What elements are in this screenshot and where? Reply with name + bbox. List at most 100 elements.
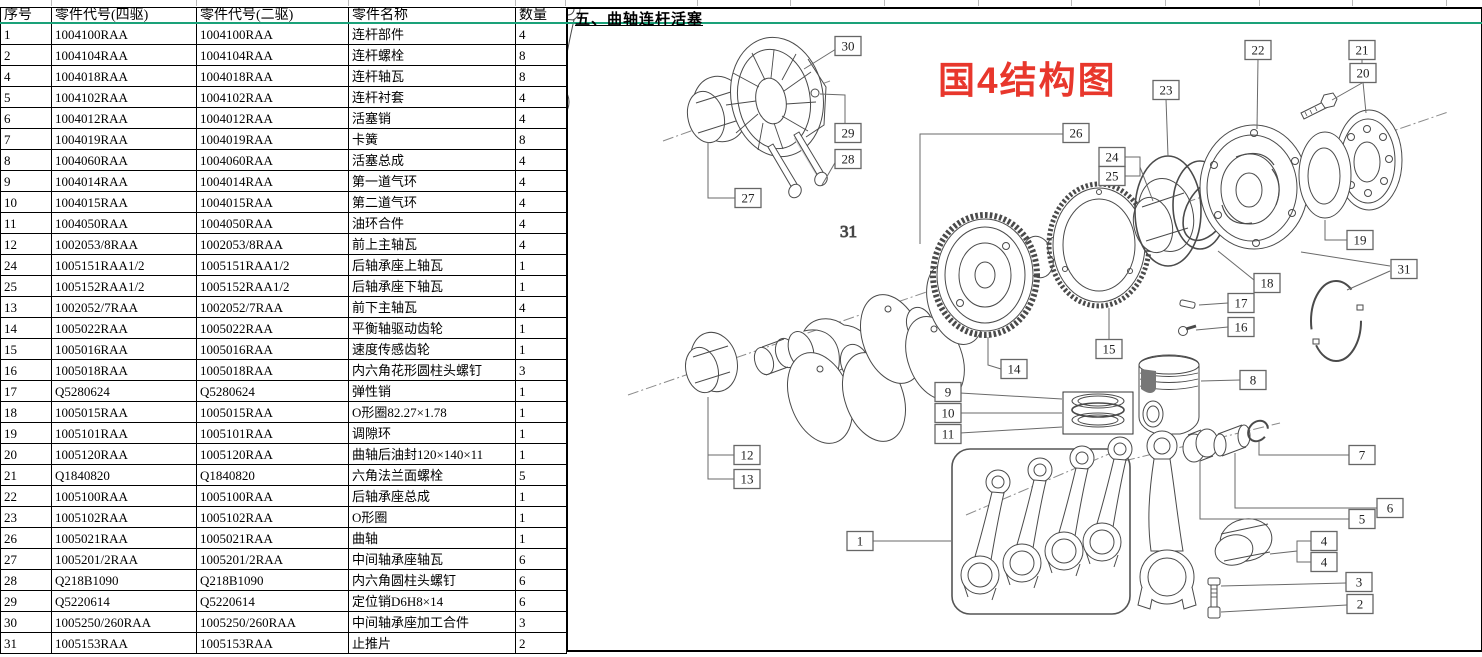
svg-text:4: 4 [1321,534,1328,549]
green-gridline [0,22,1482,24]
svg-text:15: 15 [1103,342,1116,357]
grid-tick [978,0,979,6]
table-cell: 前上主轴瓦 [348,233,516,255]
crankshaft-assembly-label: 31 [840,222,857,241]
spreadsheet-top-strip [0,0,1482,7]
svg-text:10: 10 [942,406,955,421]
table-cell: 连杆部件 [348,23,516,45]
thrust-washers [1310,280,1364,362]
callout-12: 12 [707,397,761,466]
table-cell: 6 [0,107,52,129]
table-cell: 曲轴 [348,527,516,549]
table-cell: 6 [515,548,567,570]
table-cell: 1 [515,506,567,528]
svg-text:14: 14 [1008,362,1022,377]
exploded-diagram-box: 31 [530,0,1482,652]
svg-text:9: 9 [945,385,952,400]
table-cell: 1005100RAA [51,485,197,507]
svg-text:25: 25 [1106,169,1119,184]
table-cell: 后轴承座下轴瓦 [348,275,516,297]
table-cell: 19 [0,422,52,444]
exploded-diagram: 31 [530,0,1449,619]
table-cell: 1005016RAA [196,338,349,360]
table-cell: 4 [515,86,567,108]
piston-rings-group [1062,391,1134,435]
svg-text:28: 28 [842,152,855,167]
svg-text:29: 29 [842,126,855,141]
svg-text:27: 27 [742,191,756,206]
table-cell: 1004018RAA [51,65,197,87]
table-cell: 第二道气环 [348,191,516,213]
red-annotation-label: 国4结构图 [938,60,1117,101]
table-cell: 平衡轴驱动齿轮 [348,317,516,339]
callout-9: 9 [934,381,1063,403]
callout-10: 10 [934,402,1062,424]
table-cell: 26 [0,527,52,549]
callout-28: 28 [821,148,862,186]
table-cell: 1005021RAA [51,527,197,549]
callout-3: 3 [1220,571,1373,593]
table-cell: O形圈82.27×1.78 [348,401,516,423]
table-cell: 1004014RAA [196,170,349,192]
table-cell: 1004102RAA [196,86,349,108]
connecting-rod [1137,430,1197,610]
table-cell: 1004012RAA [51,107,197,129]
table-cell: 21 [0,464,52,486]
callout-11: 11 [934,423,1063,445]
table-cell: 1005102RAA [196,506,349,528]
svg-text:30: 30 [842,39,855,54]
column-header-4: 数量 [515,7,567,24]
table-cell: 14 [0,317,52,339]
table-cell: 12 [0,233,52,255]
table-cell: 止推片 [348,632,516,654]
table-cell: 2 [0,44,52,66]
table-cell: 20 [0,443,52,465]
table-cell: 2 [515,632,567,654]
table-cell: O形圈 [348,506,516,528]
svg-text:21: 21 [1356,43,1369,58]
table-cell: 27 [0,548,52,570]
callout-29: 29 [819,93,862,144]
table-cell: 5 [515,464,567,486]
table-cell: 4 [515,107,567,129]
section-title: 五、曲轴连杆活塞 [575,11,704,28]
callout-16: 16 [1195,316,1255,338]
table-cell: 1002053/8RAA [196,233,349,255]
table-cell: 1 [515,485,567,507]
table-cell: 1005016RAA [51,338,197,360]
table-cell: 弹性销 [348,380,516,402]
callout-20: 20 [1349,62,1377,114]
table-cell: 1 [515,338,567,360]
table-cell: 7 [0,128,52,150]
svg-text:31: 31 [1398,262,1411,277]
table-cell: 1005201/2RAA [51,548,197,570]
table-cell: 1004060RAA [196,149,349,171]
table-cell: 1005120RAA [51,443,197,465]
grid-tick [1352,0,1353,6]
table-cell: 1005018RAA [51,359,197,381]
table-cell: 1005250/260RAA [196,611,349,633]
table-cell: 1002052/7RAA [51,296,197,318]
table-cell: 4 [515,170,567,192]
table-cell: 1004015RAA [196,191,349,213]
svg-text:23: 23 [1160,83,1173,98]
intermediate-bearing-seat [725,36,828,199]
table-cell: 6 [515,569,567,591]
table-cell: 1004060RAA [51,149,197,171]
circlip [1247,419,1269,443]
table-cell: 油环合件 [348,212,516,234]
table-cell: 1 [515,275,567,297]
table-cell: 1 [0,23,52,45]
